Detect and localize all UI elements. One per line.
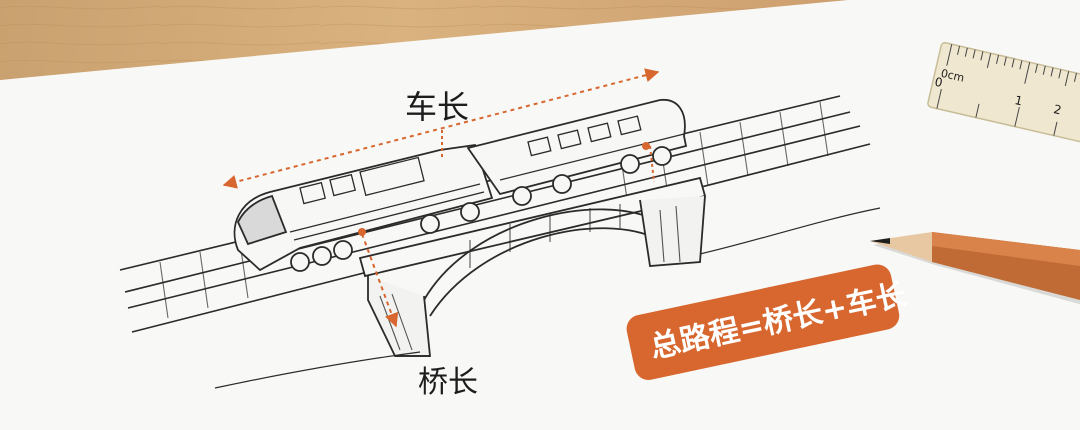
start-point-marker <box>358 228 366 236</box>
ruler-tick-2: 2 <box>1052 102 1063 117</box>
ruler-tick-0: 0 <box>933 75 944 90</box>
bridge-length-label: 桥长 <box>418 365 478 400</box>
bridge-length-marker <box>361 130 655 328</box>
pencil <box>870 232 1080 305</box>
end-point-marker <box>642 142 650 150</box>
ruler-tick-1: 1 <box>1013 93 1024 108</box>
train-length-label: 车长 <box>405 88 469 126</box>
bridge-sketch <box>214 176 881 389</box>
train-length-marker <box>222 68 660 189</box>
ruler: 0cm 0 1 2 <box>927 42 1080 145</box>
ruler-unit: 0cm <box>940 67 966 85</box>
